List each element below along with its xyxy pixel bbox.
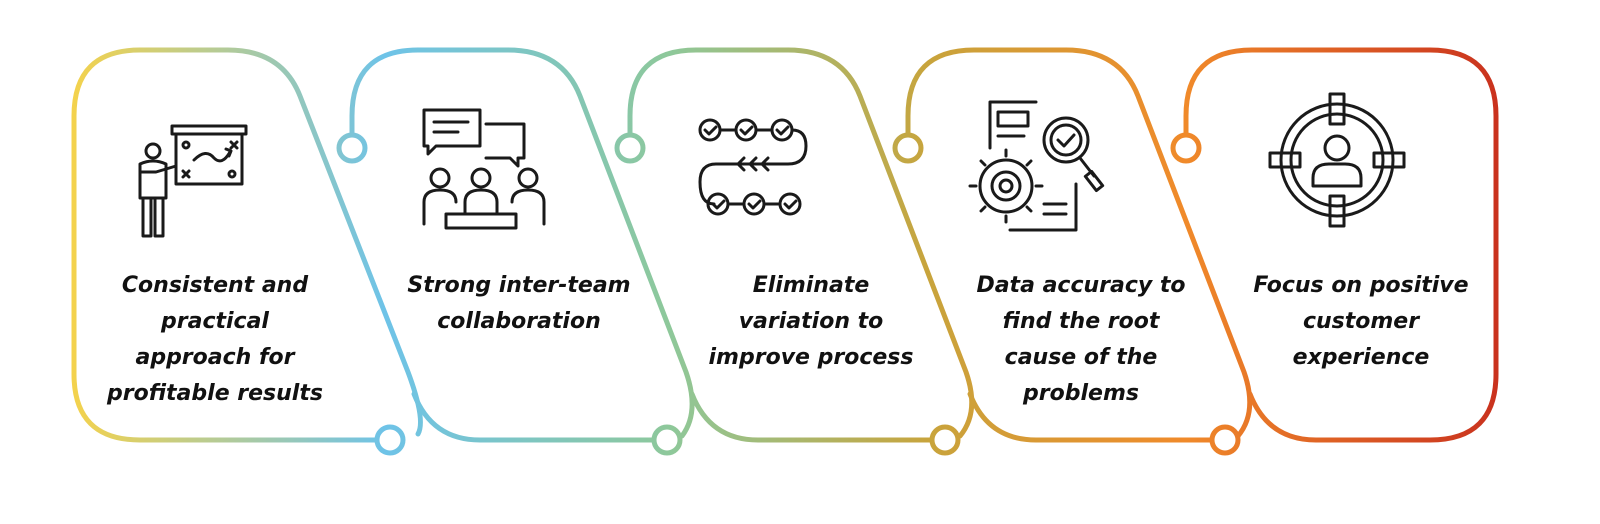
- step-3-start-node: [614, 132, 646, 164]
- customer-target-icon: [1268, 92, 1406, 228]
- process-checklist-flow-icon: [698, 118, 808, 216]
- team-meeting-chat-icon: [422, 108, 546, 230]
- step-4-start-node: [892, 132, 924, 164]
- step-2-end-node: [651, 424, 683, 456]
- data-analysis-gear-magnifier-icon: [968, 100, 1105, 232]
- step-3-end-node: [929, 424, 961, 456]
- strategy-board-presenter-icon: [138, 124, 248, 238]
- step-2-frame: [349, 47, 695, 443]
- step-2-start-node: [336, 132, 368, 164]
- step-1-end-node: [374, 424, 406, 456]
- step-3-frame: [627, 47, 975, 443]
- step-5-caption: Focus on positive customer experience: [1253, 273, 1469, 370]
- step-4-caption: Data accuracy to find the root cause of …: [976, 273, 1186, 406]
- step-1-frame: [71, 47, 423, 443]
- step-1-caption: Consistent and practical approach for pr…: [107, 273, 323, 406]
- step-2-caption: Strong inter-team collaboration: [407, 273, 631, 334]
- step-3-caption: Eliminate variation to improve process: [708, 273, 914, 370]
- step-4-end-node: [1209, 424, 1241, 456]
- step-5-frame: [1183, 47, 1499, 443]
- step-5-start-node: [1170, 132, 1202, 164]
- step-4-frame: [905, 47, 1253, 443]
